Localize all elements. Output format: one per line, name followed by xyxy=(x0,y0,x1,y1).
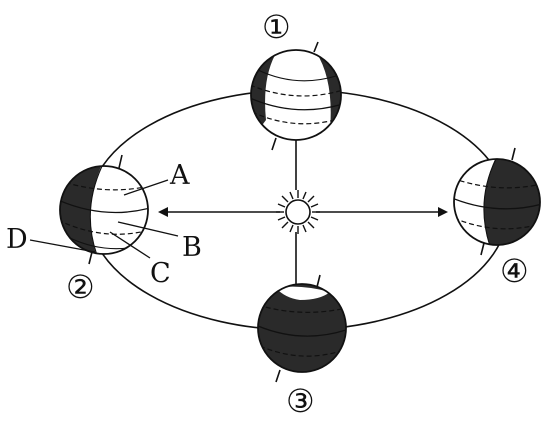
earth-3 xyxy=(257,274,347,383)
label-d: D xyxy=(6,224,28,255)
label-b: B xyxy=(182,232,202,263)
earth-2 xyxy=(59,154,149,265)
earth-3-axis xyxy=(316,274,321,288)
label-a: A xyxy=(169,160,190,191)
label-position-1: ① xyxy=(262,8,291,46)
leader-c xyxy=(109,231,151,259)
leader-b xyxy=(117,221,179,237)
earth-4 xyxy=(453,147,541,256)
earth-4-axis xyxy=(511,147,516,161)
earth-2-axis xyxy=(118,154,123,169)
label-position-2: ② xyxy=(66,268,95,306)
earth-1-axis xyxy=(313,41,319,53)
leader-d xyxy=(29,239,96,253)
label-c: C xyxy=(150,258,171,289)
earth-1 xyxy=(250,41,342,151)
sun-icon xyxy=(276,190,320,234)
label-leaders xyxy=(29,179,179,259)
label-position-4: ④ xyxy=(500,252,529,290)
label-position-3: ③ xyxy=(286,382,315,420)
leader-a xyxy=(123,179,169,196)
